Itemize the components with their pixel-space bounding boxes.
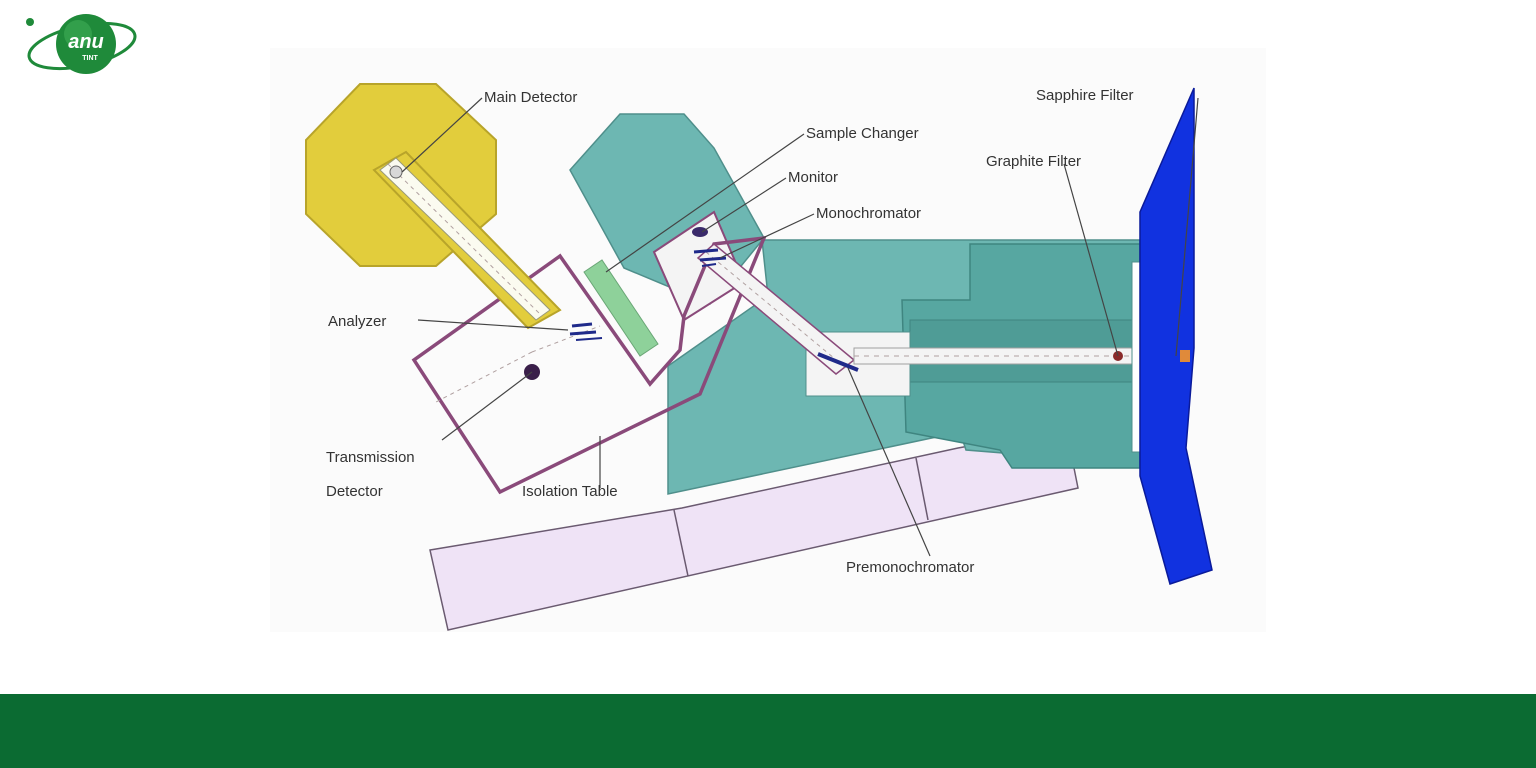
- premonochromator-crystal: [817, 352, 859, 372]
- label-sample-changer: Sample Changer: [806, 125, 919, 142]
- isolation-table-outline: [411, 235, 767, 495]
- label-sapphire-filter: Sapphire Filter: [1036, 87, 1134, 104]
- label-analyzer: Analyzer: [328, 313, 386, 330]
- analyzer-crystal: [569, 322, 603, 341]
- neutron-spectrometer-diagram: Main Detector Sample Changer Monitor Mon…: [270, 48, 1266, 632]
- detector-window: [389, 165, 403, 179]
- logo-subtext: TINT: [82, 55, 98, 62]
- label-main-detector: Main Detector: [484, 89, 577, 106]
- label-isolation-table: Isolation Table: [522, 483, 618, 500]
- sample-changer: [583, 259, 659, 357]
- label-premonochromator: Premonochromator: [846, 559, 974, 576]
- label-graphite-filter: Graphite Filter: [986, 153, 1081, 170]
- label-monochromator: Monochromator: [816, 205, 921, 222]
- monochromator-crystal: [693, 248, 727, 267]
- footer-bar: [0, 694, 1536, 768]
- sapphire-filter: [1139, 87, 1213, 585]
- logo-text: anu: [68, 31, 104, 53]
- label-transmission: Transmission: [326, 449, 415, 466]
- label-detector: Detector: [326, 483, 383, 500]
- monitor: [692, 227, 708, 237]
- label-monitor: Monitor: [788, 169, 838, 186]
- logo-orbit-dot: [26, 18, 34, 26]
- anu-tint-logo: anu TINT: [24, 10, 140, 80]
